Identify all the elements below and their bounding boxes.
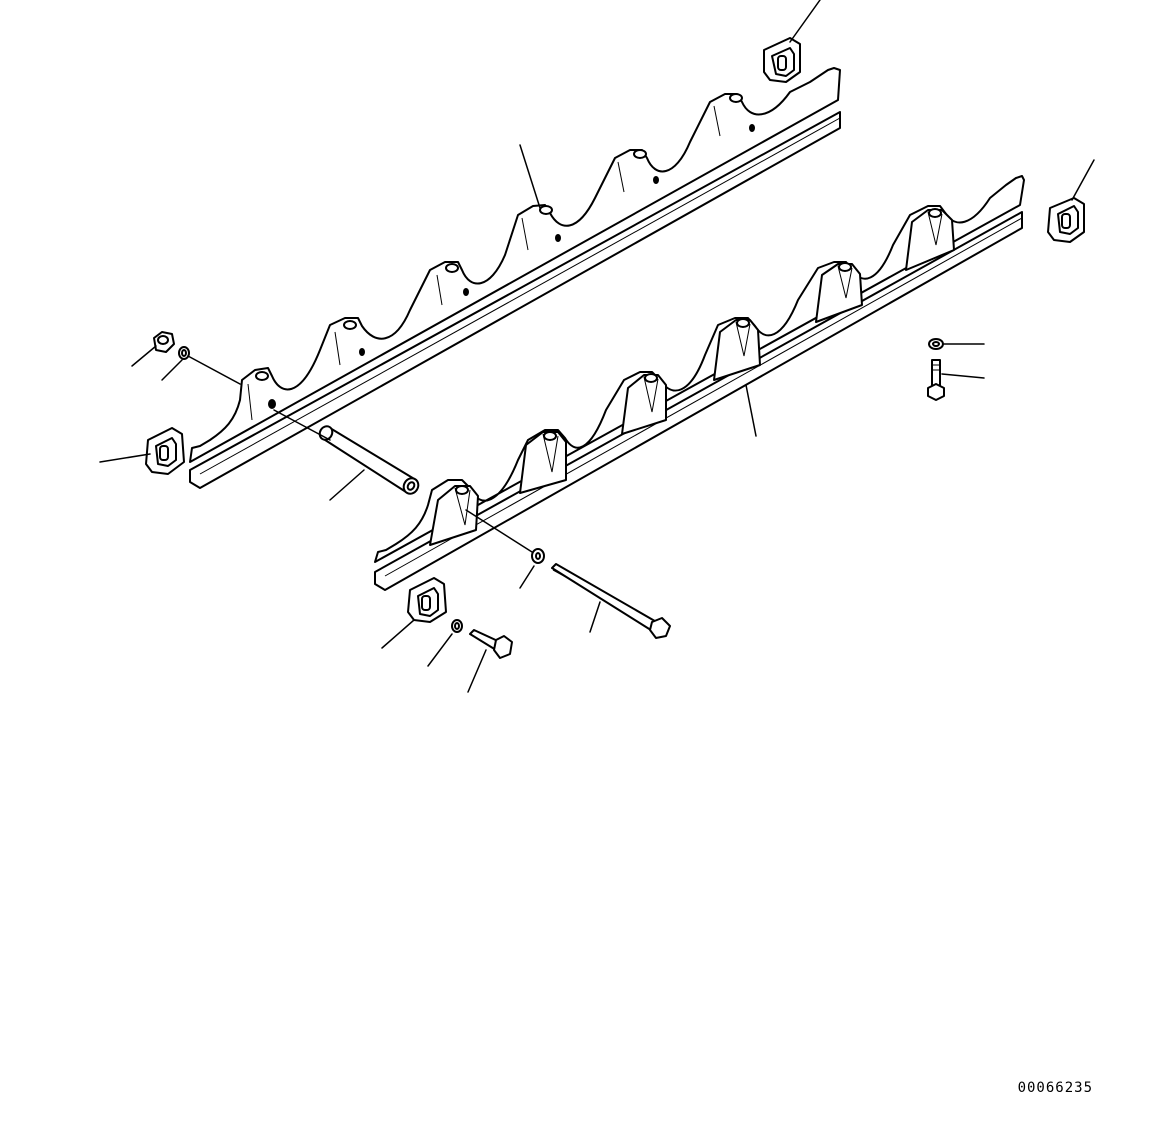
lower-rail-bracket — [429, 485, 479, 546]
long-bolt — [551, 563, 671, 639]
upper-rail-bracket — [617, 149, 659, 193]
rubber-clip — [145, 427, 185, 475]
washer — [178, 346, 190, 360]
washer — [928, 338, 944, 350]
reference-number: 00066235 — [1017, 1080, 1093, 1096]
rubber-clip — [1047, 197, 1085, 243]
lower-rail-bracket — [519, 431, 567, 494]
upper-rail-bracket — [713, 93, 755, 137]
spacer-pipe — [318, 425, 420, 495]
upper-rail — [189, 67, 841, 489]
washer — [531, 548, 545, 564]
upper-rail-bracket — [247, 371, 276, 421]
upper-rail-bracket — [334, 320, 365, 366]
upper-rail-bracket — [521, 205, 561, 251]
leader-lines — [99, 0, 1095, 693]
lower-rail — [374, 175, 1025, 591]
lower-rail-bracket — [815, 262, 863, 323]
lower-rail-bracket — [621, 373, 667, 435]
rubber-clip — [763, 37, 801, 83]
washer — [451, 619, 463, 633]
lower-rail-bracket — [713, 318, 761, 381]
hex-nut — [153, 331, 175, 353]
lower-rail-bracket — [905, 208, 955, 271]
short-bolt — [469, 629, 513, 659]
rubber-clip — [407, 577, 447, 623]
vertical-bolt — [927, 359, 945, 401]
upper-rail-bracket — [436, 263, 469, 306]
